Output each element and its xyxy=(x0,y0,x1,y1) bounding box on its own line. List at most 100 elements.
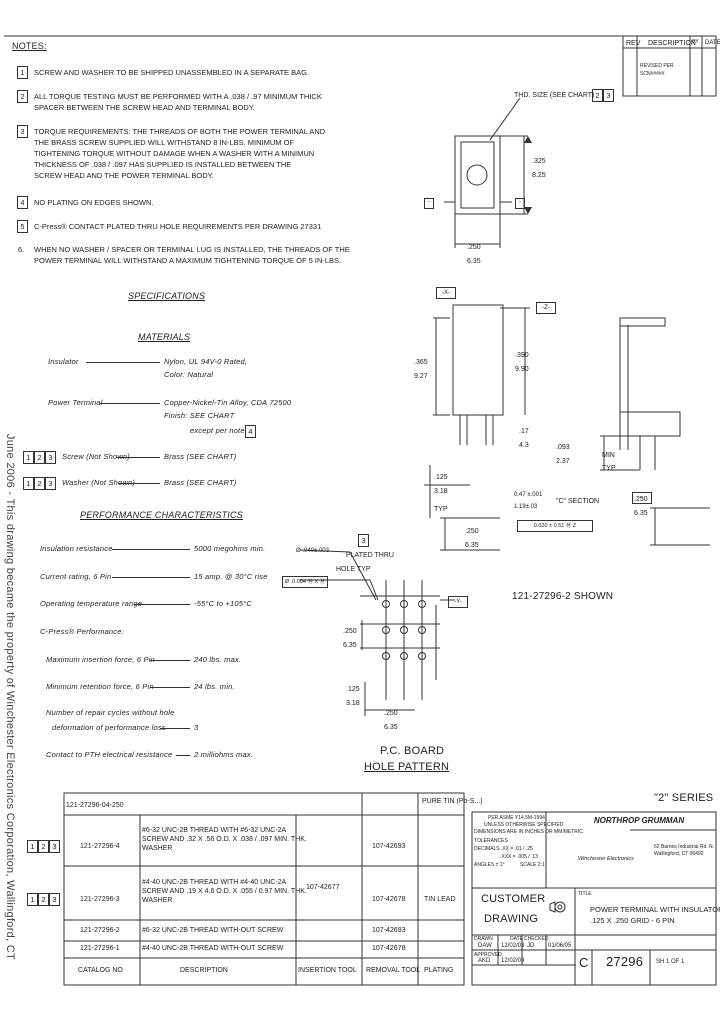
insulator-label: Insulator xyxy=(48,357,79,366)
company-logo: NORTHROP GRUMMAN xyxy=(593,816,685,825)
current-label: Current rating, 6 Pin xyxy=(40,572,112,581)
min-label: MIN xyxy=(602,452,615,459)
datum-y: -Y- xyxy=(448,596,468,608)
dim-390: .390 xyxy=(515,352,529,359)
leader-line xyxy=(134,604,190,605)
catalog-row-3-removal: 107-42693 xyxy=(372,927,406,934)
insertion-value: 240 lbs. max. xyxy=(194,655,242,664)
terminal-label: Power Terminal xyxy=(48,398,103,407)
angles-label: ANGLES ± 1° xyxy=(474,862,505,868)
note-2-number: 2 xyxy=(17,90,28,103)
terminal-note-ref: 4 xyxy=(245,425,256,438)
drawing-label: DRAWING xyxy=(484,913,539,925)
catalog-row-3-cat: 121-27296-2 xyxy=(80,927,120,934)
unless-1: PER ASME Y14.5M-1994 xyxy=(488,815,545,821)
catalog-insertion-tool: 107-42677 xyxy=(306,884,340,891)
dim-365: .365 xyxy=(414,359,428,366)
catalog-row-0-cat: 121-27296-04-250 xyxy=(66,802,124,809)
thd-size-label: THD. SIZE (SEE CHART) xyxy=(514,92,595,99)
pcb-dim-318: 3.18 xyxy=(346,700,360,707)
insulator-value-2: Color: Natural xyxy=(164,370,214,379)
dim-125: .125 xyxy=(434,474,448,481)
note-1-number: 1 xyxy=(17,66,28,79)
leader-line xyxy=(100,403,160,404)
note-4-line-1: NO PLATING ON EDGES SHOWN. xyxy=(34,198,154,207)
leader-line xyxy=(150,660,190,661)
temp-label: Operating temperature range xyxy=(40,599,143,608)
datum-z: -Z- xyxy=(536,302,556,314)
tolerances-label: TOLERANCES xyxy=(474,838,508,844)
pth-tolerance-box: Ø .0.004 Ⓜ X Ⓜ xyxy=(282,576,328,588)
approved-date: 12/02/03 xyxy=(501,958,525,964)
section-dim-2: 1.19±.03 xyxy=(514,504,538,510)
tolerance-box: 0.020 ± 0.51 Ⓜ Z xyxy=(517,520,593,532)
leader-line xyxy=(160,728,190,729)
leader-line xyxy=(118,483,160,484)
retention-value: 24 lbs. min. xyxy=(194,682,235,691)
address-1: 62 Barnes Industrial Rd. N. xyxy=(654,844,715,850)
section-label: "C" SECTION xyxy=(556,498,600,505)
performance-title: PERFORMANCE CHARACTERISTICS xyxy=(80,510,243,520)
dim-250-b: .250 xyxy=(465,528,479,535)
contact-label: Contact to PTH electrical resistance xyxy=(46,750,173,759)
dim-250: .250 xyxy=(467,244,481,251)
thd-ref-1: 2 xyxy=(592,89,603,102)
unless-3: DIMENSIONS ARE IN INCHES OR MM/METRIC xyxy=(474,829,583,835)
row1-ref-3: 3 xyxy=(49,840,60,853)
catalog-plating-tin-lead: TIN LEAD xyxy=(424,896,456,903)
insulator-value-1: Nylon, UL 94V-0 Rated, xyxy=(164,357,248,366)
washer-ref-1: 1 xyxy=(23,477,34,490)
current-value: 15 amp. @ 30°C rise xyxy=(194,572,268,581)
drawn-label: DRAWN xyxy=(474,936,493,942)
note-6-number: 6. xyxy=(18,245,25,254)
pth-ref: 3 xyxy=(358,534,369,547)
dim-635-b: 6.35 xyxy=(465,542,479,549)
winchester-label: Winchester Electronics xyxy=(578,856,634,862)
dim-250-c: .250 xyxy=(634,496,648,503)
checked-date: 01/06/05 xyxy=(548,943,572,949)
datum-box-right: - xyxy=(515,198,525,209)
thd-ref-2: 3 xyxy=(603,89,614,102)
date-label: DATE xyxy=(510,936,523,942)
screw-ref-3: 3 xyxy=(45,451,56,464)
screw-ref-1: 1 xyxy=(23,451,34,464)
washer-ref-3: 3 xyxy=(45,477,56,490)
washer-ref-2: 2 xyxy=(34,477,45,490)
note-2-line-2: SPACER BETWEEN THE SCREW HEAD AND TERMIN… xyxy=(34,103,255,112)
note-3-line-5: SCREW HEAD AND THE POWER TERMINAL BODY. xyxy=(34,171,214,180)
insertion-label: Maximum insertion force, 6 Pin xyxy=(46,655,155,664)
rev-description-header: DESCRIPTION xyxy=(648,40,696,47)
dim-990: 9.90 xyxy=(515,366,529,373)
note-2-line-1: ALL TORQUE TESTING MUST BE PERFORMED WIT… xyxy=(34,92,322,101)
note-3-line-4: THICKNESS OF .038 / .097 HAS SUPPLIED IS… xyxy=(34,160,292,169)
unless-2: UNLESS OTHERWISE SPECIFIED xyxy=(484,822,564,828)
dim-43: 4.3 xyxy=(519,442,529,449)
tolerance-1: DECIMALS .XX = .01 / .25 xyxy=(474,846,533,852)
third-angle-projection-icon xyxy=(549,898,567,916)
drawn-date: 12/02/03 xyxy=(501,943,525,949)
pcb-dim-635-b: 6.35 xyxy=(384,724,398,731)
rev-by-header: BY xyxy=(692,39,699,45)
pth-label-1: PLATED THRU xyxy=(346,552,394,559)
catalog-header-cat: CATALOG NO xyxy=(78,967,123,974)
note-3-number: 3 xyxy=(17,125,28,138)
address-2: Wallingford, CT 06492 xyxy=(654,851,704,857)
checked-label: CHECKED xyxy=(524,936,549,942)
row1-ref-2: 2 xyxy=(38,840,49,853)
dim-325: .325 xyxy=(532,158,546,165)
scale-label: SCALE 2:1 xyxy=(520,862,545,868)
note-5-number: 5 xyxy=(17,220,28,233)
terminal-value-1: Copper-Nickel-Tin Alloy, CDA 72500 xyxy=(164,398,292,407)
washer-label: Washer (Not Shown) xyxy=(62,478,136,487)
washer-value: Brass (SEE CHART) xyxy=(164,478,237,487)
retention-label: Minimum retention force, 6 Pin xyxy=(46,682,154,691)
contact-value: 2 milliohms max. xyxy=(194,750,254,759)
screw-label: Screw (Not Shown) xyxy=(62,452,131,461)
typ-label-left: TYP xyxy=(434,506,448,513)
notes-heading: NOTES: xyxy=(12,41,47,51)
row2-ref-2: 2 xyxy=(38,893,49,906)
catalog-row-2-cat: 121-27296-3 xyxy=(80,896,120,903)
datum-x: -X- xyxy=(436,287,456,299)
insulation-value: 5000 megohms min. xyxy=(194,544,266,553)
ownership-side-note-text: June 2006 - This drawing became the prop… xyxy=(4,433,16,961)
